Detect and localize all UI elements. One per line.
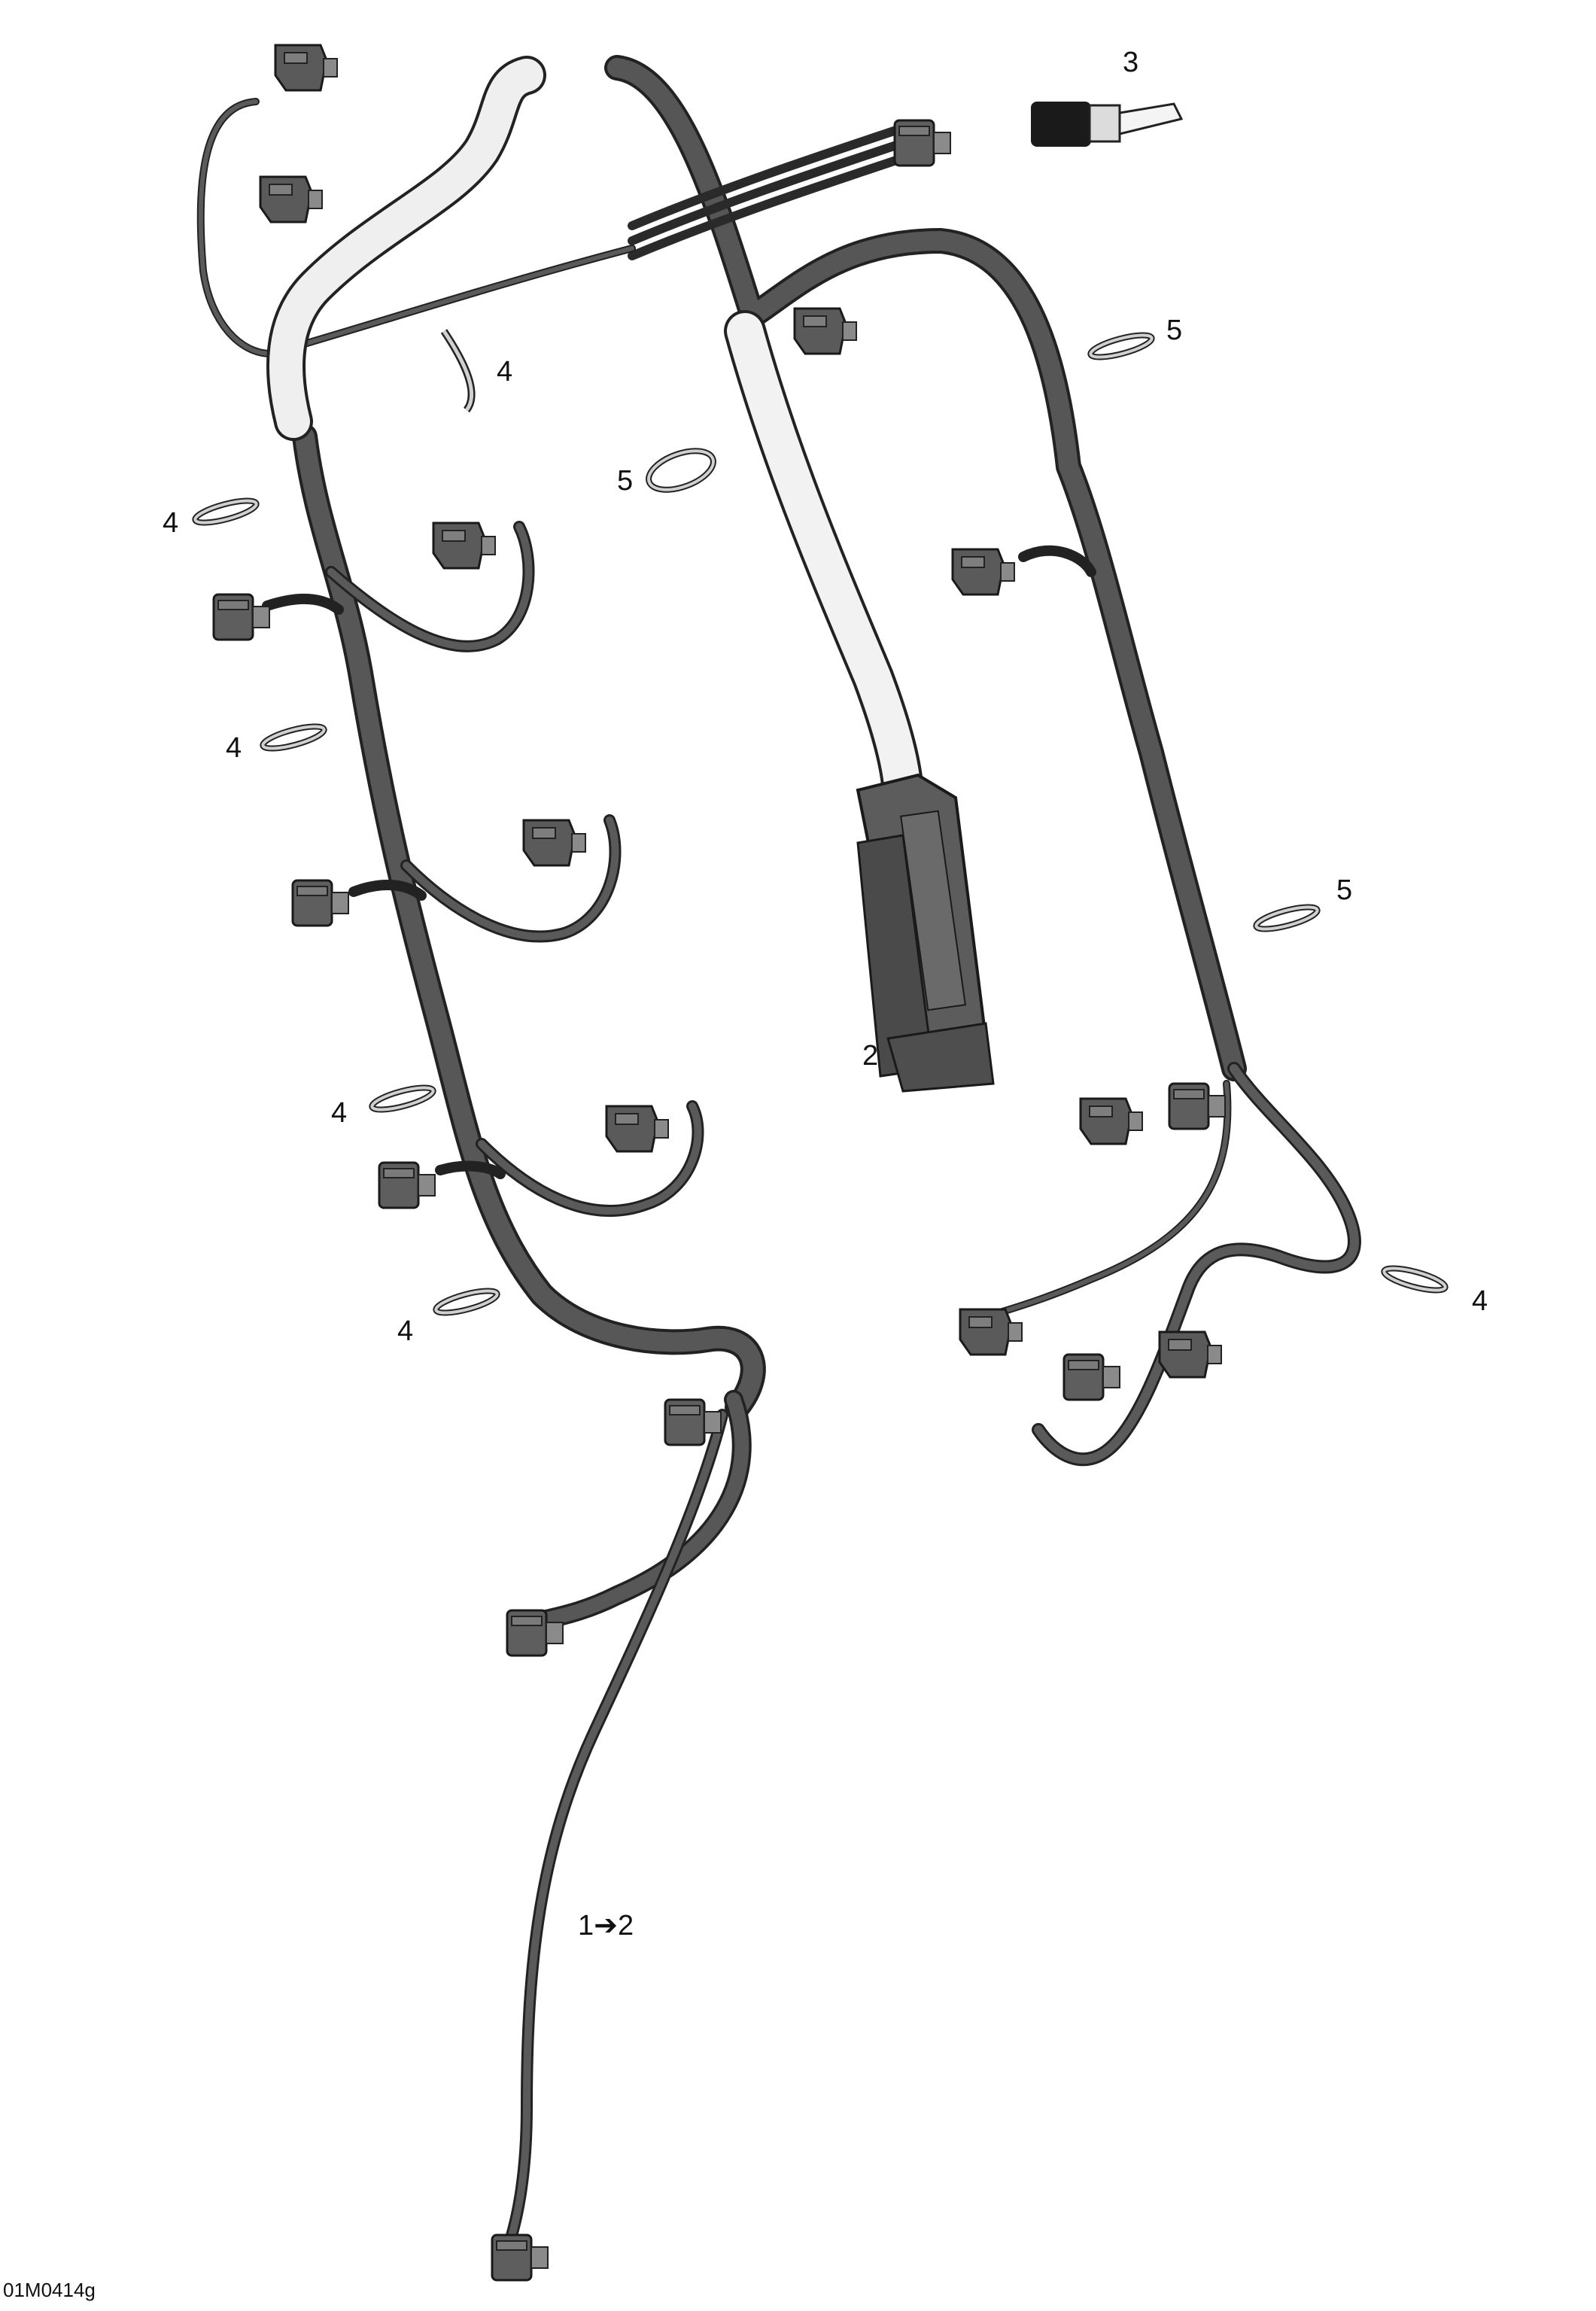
harness-wires [196, 55, 1361, 2264]
callout-4-tie: 4 [497, 356, 513, 388]
callout-4-e: 4 [1472, 1285, 1488, 1317]
protective-sleeves [266, 56, 924, 819]
callout-5-top: 5 [1166, 315, 1183, 346]
ecm-connector [856, 773, 995, 1093]
cable-clamps [193, 330, 1447, 1317]
callout-4-c: 4 [331, 1097, 348, 1129]
callout-2: 2 [862, 1040, 879, 1072]
callout-4-b: 4 [226, 732, 242, 764]
callout-1-to-2: 1➔2 [578, 1910, 634, 1942]
callout-5-right: 5 [1336, 874, 1353, 906]
figure-code: 01M0414g [3, 2279, 96, 2301]
temperature-sensor [1031, 102, 1184, 147]
harness-connectors [212, 44, 1227, 2282]
callout-5-mid: 5 [617, 465, 634, 497]
callout-3: 3 [1123, 47, 1139, 78]
callout-4-d: 4 [397, 1315, 414, 1347]
callout-4-a: 4 [163, 507, 179, 539]
